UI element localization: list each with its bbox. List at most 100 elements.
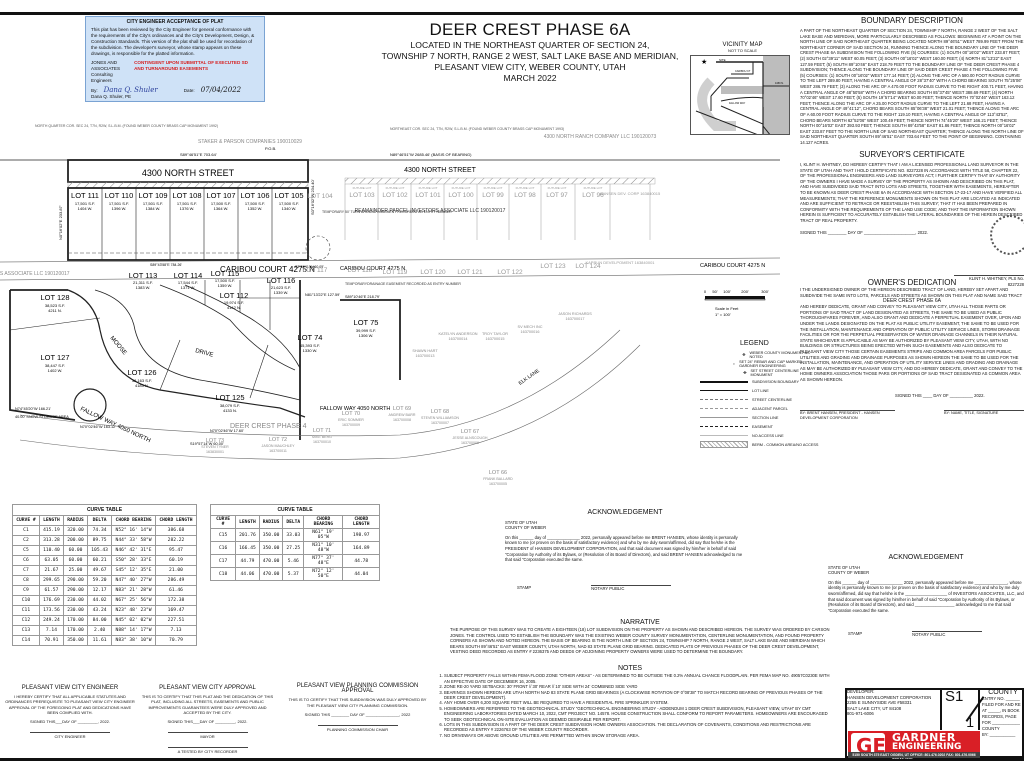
svg-text:LOT 75: LOT 75: [354, 318, 379, 327]
note-item: NO DRIVEWAYS OR ABOVE GROUND UTILITIES A…: [444, 733, 830, 738]
city-engineer-acceptance-stamp: CITY ENGINEER ACCEPTANCE OF PLAT This pl…: [85, 16, 265, 102]
curve-table-1-title: CURVE TABLE: [12, 504, 197, 516]
planning-commission-approval: PLEASANT VIEW PLANNING COMMISSION APPROV…: [285, 683, 430, 732]
svg-text:LOT 116: LOT 116: [267, 276, 296, 285]
legend-item: ✥WEBER COUNTY MONUMENT AS NOTED: [700, 350, 820, 359]
svg-text:LOT 70: LOT 70: [342, 411, 360, 417]
ack2-state: STATE OF UTAH: [828, 564, 861, 570]
legend-item: NO ACCESS LINE: [700, 431, 820, 440]
svg-text:1384 W.: 1384 W.: [146, 206, 161, 211]
svg-text:38,163 S.F.: 38,163 S.F.: [132, 378, 152, 383]
svg-text:JASON MAUCHLEY: JASON MAUCHLEY: [262, 444, 296, 448]
surveyor-title: SURVEYOR'S CERTIFICATE: [859, 150, 965, 159]
svg-text:LOT 96: LOT 96: [582, 192, 604, 199]
svg-text:1339 W.: 1339 W.: [274, 290, 289, 295]
plat-title: DEER CREST PHASE 6A: [429, 20, 631, 39]
lots-north: LOT 111 LOT 110 LOT 109 LOT 108 LOT 107 …: [58, 179, 315, 261]
city-engineer-approval: PLEASANT VIEW CITY ENGINEER I HEREBY CER…: [5, 685, 135, 740]
svg-text:0: 0: [704, 289, 707, 294]
svg-text:LOT 110: LOT 110: [105, 191, 134, 200]
svg-text:ERIC SOMMER: ERIC SOMMER: [338, 418, 364, 422]
svg-text:163700008: 163700008: [393, 418, 411, 422]
future-lots-north: LOT 104 LOT 103 LOT 102 LOT 101 LOT 100 …: [307, 184, 661, 240]
svg-text:LOT 119: LOT 119: [383, 269, 408, 276]
legend-item: SECTION LINE: [700, 413, 820, 422]
svg-text:4133 N.: 4133 N.: [223, 408, 237, 413]
county-records: RECORDS, PAGE: [982, 714, 1017, 719]
note-item: ZONE RE-20 YARD SETBACKS: 30' FRONT // 3…: [444, 684, 830, 689]
svg-text:LOT 97: LOT 97: [546, 192, 568, 199]
svg-text:40.00' SNOW STORAGE AREA: 40.00' SNOW STORAGE AREA: [15, 415, 69, 419]
svg-text:163700017: 163700017: [565, 317, 584, 321]
phase4-lots: LOT 73 LOT 72 LOT 71 LOT 70 LOT 69 LOT 6…: [201, 312, 592, 486]
brand-address: 5150 SOUTH 375 EAST OGDEN, UT OFFICE: 80…: [848, 752, 980, 758]
street-4300-north: 4300 NORTH STREET: [142, 168, 235, 178]
note-item: ANY HOME OVER 6,200 SQUARE FEET WILL BE …: [444, 700, 830, 705]
svg-text:163700016: 163700016: [520, 330, 539, 334]
owner-text-2: AND HEREBY DEDICATE, GRANT AND CONVEY TO…: [800, 304, 1023, 382]
mayor-signature-label: MAYOR: [200, 734, 215, 740]
svg-text:1364 W.: 1364 W.: [214, 206, 229, 211]
svg-text:17,501 S.F.: 17,501 S.F.: [109, 201, 129, 206]
svg-text:S19°57'14"W 60.00': S19°57'14"W 60.00': [190, 442, 224, 446]
svg-text:1352 W.: 1352 W.: [248, 206, 263, 211]
ack1-title: ACKNOWLEDGEMENT: [587, 509, 663, 516]
developer-phone: 801-971-6006: [847, 711, 874, 716]
narrative-text: THE PURPOSE OF THIS SURVEY WAS TO CREATE…: [450, 627, 830, 655]
svg-text:S89°43'58"E 784.26': S89°43'58"E 784.26': [150, 263, 182, 267]
city-approval-signed: SIGNED THIS___DAY OF _________, 2022.: [167, 719, 248, 725]
svg-text:4150 N.: 4150 N.: [775, 82, 784, 85]
svg-text:FUTURE LOT: FUTURE LOT: [548, 186, 567, 190]
svg-text:LOT 103: LOT 103: [349, 192, 375, 199]
svg-text:LOT 106: LOT 106: [240, 191, 269, 200]
engineer-approval-title: PLEASANT VIEW CITY ENGINEER: [21, 685, 119, 691]
svg-text:LOT 66: LOT 66: [489, 470, 507, 476]
svg-text:FRANK BALLARD: FRANK BALLARD: [483, 477, 513, 481]
svg-text:JASON RICHARDS: JASON RICHARDS: [558, 312, 592, 316]
note-item: LOTS IN THIS SUBDIVISION IS A PART OF TH…: [444, 722, 830, 733]
svg-text:39,999 S.F.: 39,999 S.F.: [356, 328, 376, 333]
ack1-text: On this ______ day of ______________ 202…: [505, 534, 743, 563]
svg-text:LOT 100: LOT 100: [448, 192, 474, 199]
sheet-border-bottom: [0, 758, 1024, 761]
svg-text:LOT 128: LOT 128: [40, 293, 69, 302]
ack1-county: COUNTY OF WEBER: [505, 525, 547, 531]
svg-text:SV MECH INC: SV MECH INC: [518, 325, 543, 329]
svg-text:1330 W.: 1330 W.: [303, 348, 318, 353]
county-book: AT _____, IN BOOK: [982, 708, 1020, 713]
notes-title: NOTES: [617, 665, 643, 672]
svg-text:4211 N.: 4211 N.: [48, 308, 62, 313]
engineer-signature-label: CITY ENGINEER: [54, 734, 86, 740]
vicinity-map-frame: ★ SITE CARIBOU CT 4150 N. FALLOW WAY: [690, 55, 790, 135]
svg-text:LOT 111: LOT 111: [71, 191, 99, 200]
legend-item: EASEMENT: [700, 422, 820, 431]
future-lots-south: LOT 117 LOT 118 LOT 119 LOT 120 LOT 121 …: [303, 260, 656, 276]
svg-text:FUTURE LOT: FUTURE LOT: [584, 186, 603, 190]
ack2-text: On this ______ day of ______________ 202…: [828, 579, 1024, 613]
svg-text:19,974 S.F.: 19,974 S.F.: [224, 300, 244, 305]
acceptance-firm-sub: Consulting Engineers: [91, 72, 113, 83]
svg-text:MIKE BERG: MIKE BERG: [312, 435, 332, 439]
svg-text:SHAWN HART: SHAWN HART: [412, 349, 438, 353]
svg-text:17,500 S.F.: 17,500 S.F.: [245, 201, 265, 206]
svg-text:LOT 102: LOT 102: [382, 192, 408, 199]
plat-location-2: TOWNSHIP 7 NORTH, RANGE 2 WEST, SALT LAK…: [381, 51, 679, 61]
svg-text:LOT 114: LOT 114: [174, 271, 203, 280]
svg-text:KATELYN ANDERSON: KATELYN ANDERSON: [438, 332, 477, 336]
svg-text:17,501 S.F.: 17,501 S.F.: [177, 201, 197, 206]
svg-text:LOT 123: LOT 123: [540, 263, 566, 270]
svg-text:P.O.B.: P.O.B.: [265, 146, 276, 151]
legend-title: LEGEND: [740, 340, 769, 347]
svg-text:1383 W.: 1383 W.: [136, 285, 151, 290]
svg-text:45,393 S.F.: 45,393 S.F.: [300, 343, 320, 348]
svg-text:LOT 127: LOT 127: [40, 353, 69, 362]
svg-text:CARIBOU COURT 4275 N: CARIBOU COURT 4275 N: [700, 263, 765, 269]
developer-address-2: SALT LAKE CITY, UT 84108: [847, 705, 902, 711]
